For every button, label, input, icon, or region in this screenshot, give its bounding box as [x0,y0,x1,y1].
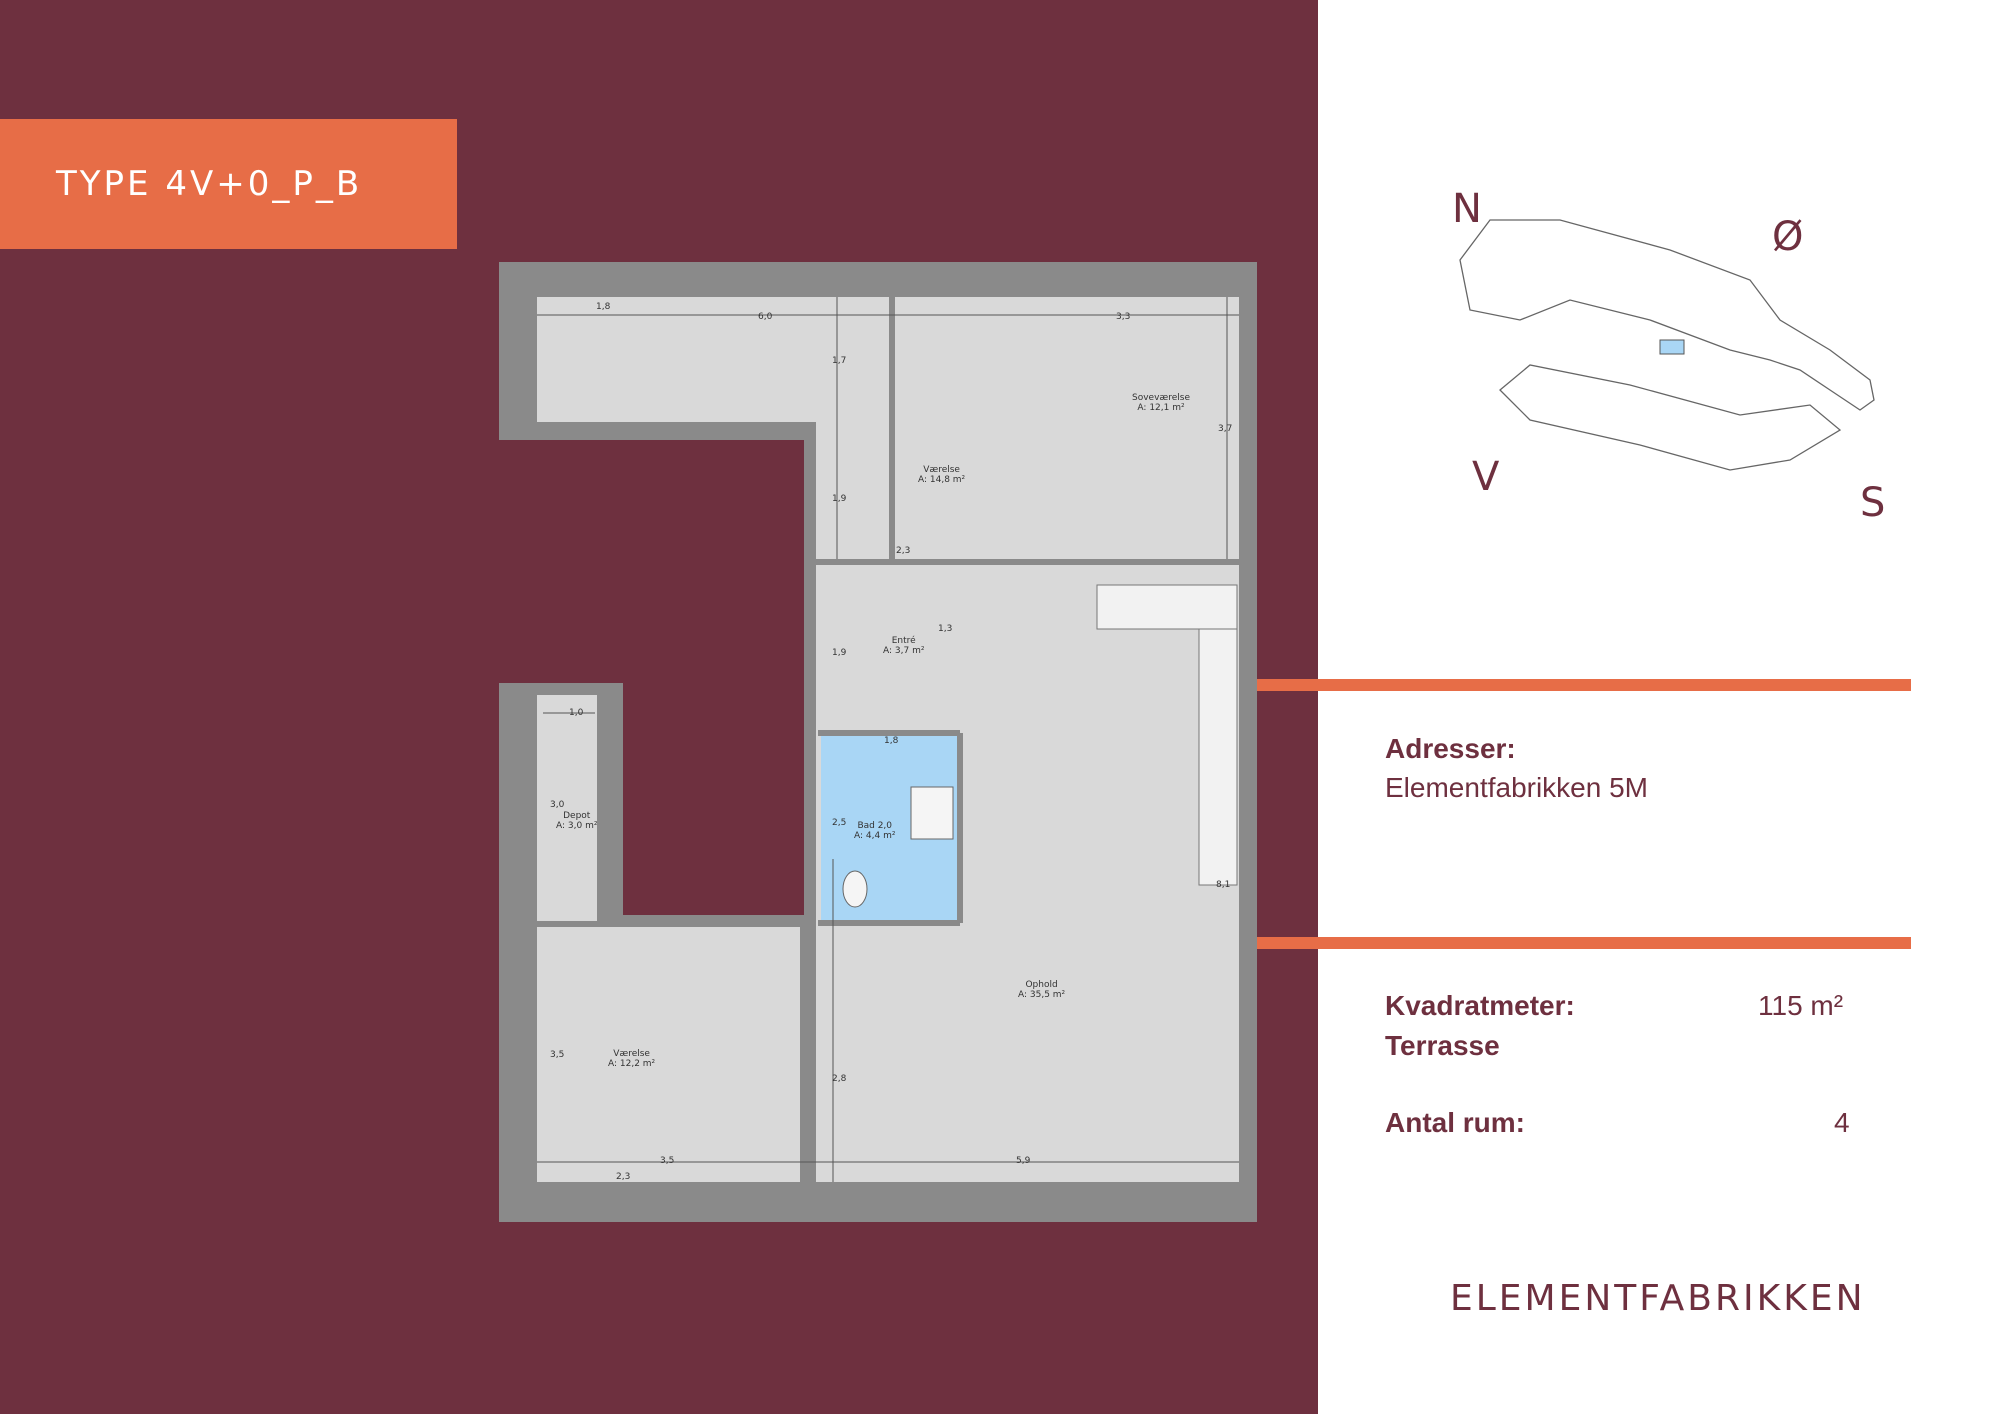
dimension-label: 1,0 [569,708,584,718]
accent-line-top [1257,679,1911,691]
dimension-label: 3,0 [550,800,565,810]
partitions [800,297,1239,1182]
bathroom-fixtures [842,786,954,908]
room-label: Værelse A: 14,8 m² [918,465,966,485]
room-label: Bad 2,0 A: 4,4 m² [854,821,896,841]
compass-east: Ø [1772,214,1804,260]
compass-west: V [1472,454,1500,500]
dimension-label: 1,9 [832,494,847,504]
type-banner: TYPE 4V+0_P_B [0,119,457,249]
address-value: Elementfabrikken 5M [1385,772,1649,803]
sqm-value: 115 m² [1758,990,1844,1021]
accent-line-bottom [1257,937,1911,949]
kitchen-counter [1096,584,1238,886]
dimension-label: 1,8 [884,736,899,746]
dimension-label: 3,7 [1218,424,1233,434]
dimension-label: 2,3 [896,546,911,556]
dimension-labels: 1,8 6,0 3,3 1,7 1,9 2,3 3,7 1,3 1,9 1,8 … [550,302,1233,1182]
address-label: Adresser: [1385,733,1516,764]
dimension-label: 1,8 [596,302,611,312]
site-plan-axonometric [1459,219,1875,471]
dimension-label: 3,3 [1116,312,1131,322]
dimension-label: 1,3 [938,624,953,634]
dimension-label: 5,9 [1016,1156,1031,1166]
floors [537,297,1239,1182]
dimension-label: 2,5 [832,818,847,828]
type-label: TYPE 4V+0_P_B [56,164,363,204]
dimension-label: 3,5 [660,1156,675,1166]
floor-plan [499,262,1257,1222]
rooms-value: 4 [1834,1107,1850,1138]
room-label: Værelse A: 12,2 m² [608,1049,656,1069]
room-label: Ophold A: 35,5 m² [1018,980,1066,1000]
dimension-lines [537,297,1239,1182]
room-label: Soveværelse A: 12,1 m² [1132,393,1191,413]
dimension-label: 2,3 [616,1172,631,1182]
compass-north: N [1452,186,1482,232]
compass-south: S [1860,480,1886,526]
terrace-label: Terrasse [1385,1030,1500,1061]
room-labels: Soveværelse A: 12,1 m² Værelse A: 14,8 m… [556,393,1191,1069]
sqm-label: Kvadratmeter: [1385,990,1575,1021]
dimension-label: 6,0 [758,312,773,322]
dimension-label: 1,9 [832,648,847,658]
room-label: Depot A: 3,0 m² [556,811,598,831]
rooms-label: Antal rum: [1385,1107,1525,1138]
dimension-label: 2,8 [832,1074,847,1084]
room-label: Entré A: 3,7 m² [883,636,925,656]
dimension-label: 3,5 [550,1050,565,1060]
dimension-label: 1,7 [832,356,847,366]
brand-logo: ELEMENTFABRIKKEN [1450,1278,1866,1319]
dimension-label: 8,1 [1216,880,1231,890]
